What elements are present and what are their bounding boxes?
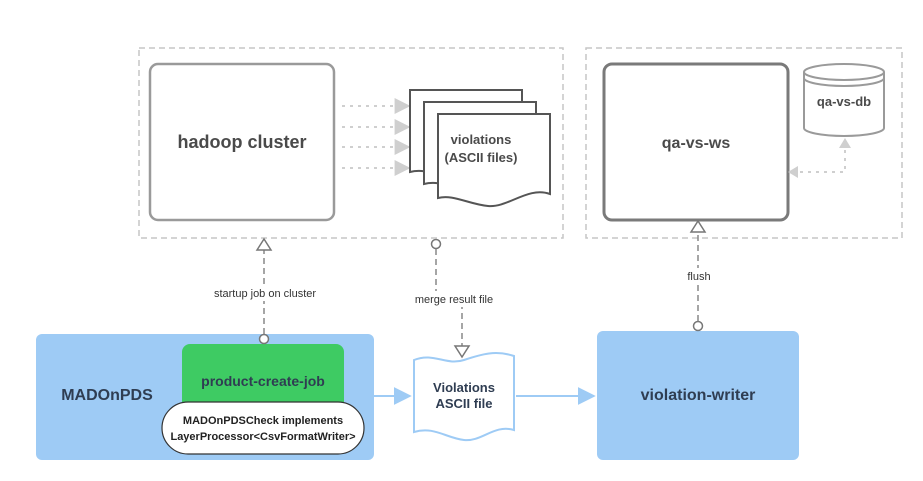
qa-vs-db-label: qa-vs-db — [817, 94, 871, 109]
violations-files-label-line2: (ASCII files) — [445, 150, 518, 165]
madonpds-label: MADOnPDS — [61, 387, 153, 404]
hadoop-cluster-label: hadoop cluster — [177, 132, 306, 152]
merge-label-bg — [404, 291, 504, 307]
violations-file-line1: Violations — [433, 380, 495, 395]
violation-writer-label: violation-writer — [641, 387, 756, 404]
startup-job-origin — [258, 333, 270, 345]
qa-container — [585, 47, 903, 239]
hadoop-container — [138, 47, 564, 239]
db-ws-connection — [792, 142, 846, 173]
product-create-job-label: product-create-job — [201, 373, 325, 389]
violations-file-node — [413, 352, 515, 442]
qa-vs-ws-node — [602, 62, 790, 222]
violations-file-line2: ASCII file — [435, 396, 492, 411]
ws-arrowhead — [788, 166, 798, 178]
check-class-line1: MADOnPDSCheck implements — [183, 415, 343, 427]
hadoop-cluster-node — [148, 62, 336, 222]
startup-job-arrowhead — [255, 237, 273, 251]
cluster-to-files-arrows — [342, 98, 411, 176]
merge-result-arrowhead — [453, 345, 471, 359]
startup-job-label: startup job on cluster — [214, 288, 316, 300]
flush-label: flush — [687, 271, 710, 283]
qa-vs-db-cylinder — [803, 63, 885, 137]
merge-origin — [430, 238, 442, 250]
flush-arrowhead — [689, 219, 707, 233]
check-class-node — [161, 401, 365, 455]
violation-writer-node — [597, 331, 799, 460]
check-class-line2: LayerProcessor<CsvFormatWriter> — [170, 431, 355, 443]
flush-origin — [692, 320, 704, 332]
violations-files-label-line1: violations — [451, 132, 512, 147]
startup-job-label-bg — [203, 285, 327, 301]
qa-vs-ws-label: qa-vs-ws — [662, 135, 731, 152]
db-arrowhead — [839, 138, 851, 148]
merge-result-label: merge result file — [415, 294, 493, 306]
flush-label-bg — [684, 268, 714, 284]
violations-files-stack — [409, 89, 551, 208]
